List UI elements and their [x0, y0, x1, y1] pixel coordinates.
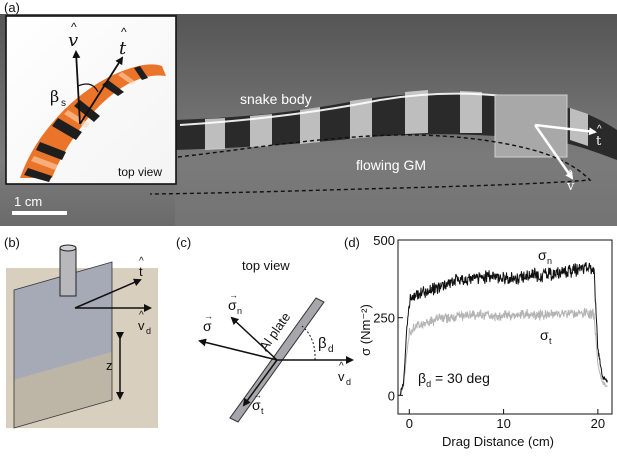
- c-v-sub: d: [346, 377, 351, 387]
- inset-t-arrow: [79, 56, 124, 125]
- rod-top: [59, 244, 77, 252]
- t-vector-arrow: [534, 123, 597, 136]
- c-v-hat: v: [338, 369, 345, 384]
- inset-angle-arc: [77, 83, 99, 93]
- c-sigma-n-sub: n: [237, 306, 242, 316]
- c-sigma-t-sub: t: [261, 406, 264, 416]
- series-line-sigma-n: [399, 262, 608, 396]
- sigma-t-arrow: [242, 359, 278, 407]
- v-vector-arrow: [533, 124, 574, 180]
- c-sigma-n: σ: [228, 297, 237, 313]
- d-sigma-t: σ: [540, 327, 549, 343]
- panel-b: (b) t ^ v d ^ z: [4, 235, 158, 429]
- c-sigma-t-vec: →: [253, 390, 262, 400]
- c-beta-d-sub: d: [328, 344, 334, 355]
- d-ylabel: σ (Nm⁻²): [358, 304, 373, 356]
- c-sigma-vec: →: [204, 311, 213, 321]
- inset-v-arrow: [72, 50, 81, 125]
- y-tick-label: 0: [388, 388, 395, 403]
- c-beta-d: β: [318, 335, 327, 352]
- plate-lower: [14, 352, 112, 428]
- panel-c: (c) top view Al plate σ n → σ → β d v d …: [176, 235, 354, 423]
- c-sigma-t: σ: [252, 397, 261, 413]
- v-hat-label: v: [566, 179, 575, 194]
- b-v-caret: ^: [139, 310, 144, 321]
- panel-a: t ^ v ^ snake body flowing GM 1 cm: [0, 0, 617, 226]
- c-sigma-n-vec: →: [229, 290, 238, 300]
- b-v-hat: v: [138, 318, 145, 333]
- plate-upper: [14, 262, 112, 380]
- inset-top-view-label: top view: [118, 165, 162, 179]
- panel-c-label: (c): [176, 235, 191, 250]
- scale-bar: [12, 211, 67, 215]
- sigma-n-arrow: [230, 316, 278, 361]
- inset-v-caret: ^: [71, 20, 77, 34]
- rod: [59, 247, 77, 297]
- d-xlabel: Drag Distance (cm): [442, 434, 554, 449]
- b-t-caret: ^: [139, 256, 144, 267]
- c-v-caret: ^: [339, 361, 344, 372]
- c-sigma: σ: [203, 318, 212, 334]
- d-annotation-beta: βd = 30 deg: [418, 370, 490, 389]
- inset-t-caret: ^: [121, 25, 127, 39]
- inset-beta-s: β: [50, 87, 59, 106]
- v-hat-caret: ^: [568, 169, 573, 180]
- inset-top-view: v ^ t ^ β s top view: [5, 15, 177, 185]
- beta-d-arc: [301, 325, 316, 361]
- series-group: [399, 262, 608, 396]
- series-line-sigma-t: [399, 308, 608, 396]
- y-tick-label: 500: [373, 233, 395, 248]
- y-tick-label: 250: [373, 311, 395, 326]
- x-tick-label: 20: [591, 416, 605, 431]
- flowing-gm-label: flowing GM: [356, 157, 426, 173]
- b-t-arrow: [74, 278, 142, 309]
- snake-body-label: snake body: [240, 91, 312, 107]
- inset-t-hat: t: [119, 38, 127, 59]
- inset-beta-s-sub: s: [61, 98, 66, 109]
- b-t-hat: t: [139, 264, 143, 279]
- t-hat-caret: ^: [597, 124, 602, 135]
- panel-d: (d) σ (Nm⁻²) Drag Distance (cm) 0 10 20 0 25…: [344, 233, 613, 449]
- plate-photo: [494, 94, 568, 158]
- inset-v-hat: v: [68, 30, 78, 51]
- z-label: z: [106, 358, 113, 373]
- d-sigma-n: σ: [538, 247, 547, 263]
- d-sigma-n-sub: n: [547, 256, 552, 266]
- panel-b-label: (b): [4, 235, 20, 250]
- x-tick-label: 0: [406, 416, 413, 431]
- c-top-view: top view: [242, 258, 290, 273]
- plot-frame: [397, 239, 613, 415]
- panel-d-label: (d): [344, 235, 360, 250]
- d-sigma-t-sub: t: [549, 336, 552, 346]
- axis-ticks: 0 10 20 0 250 500: [373, 233, 605, 431]
- panel-a-label: (a): [4, 0, 20, 15]
- sigma-arrow: [198, 338, 278, 361]
- scale-bar-label: 1 cm: [14, 194, 42, 209]
- b-v-sub: d: [146, 326, 151, 336]
- t-hat-label: t: [596, 134, 602, 149]
- plate-outline: [13, 261, 113, 429]
- x-tick-label: 10: [496, 416, 510, 431]
